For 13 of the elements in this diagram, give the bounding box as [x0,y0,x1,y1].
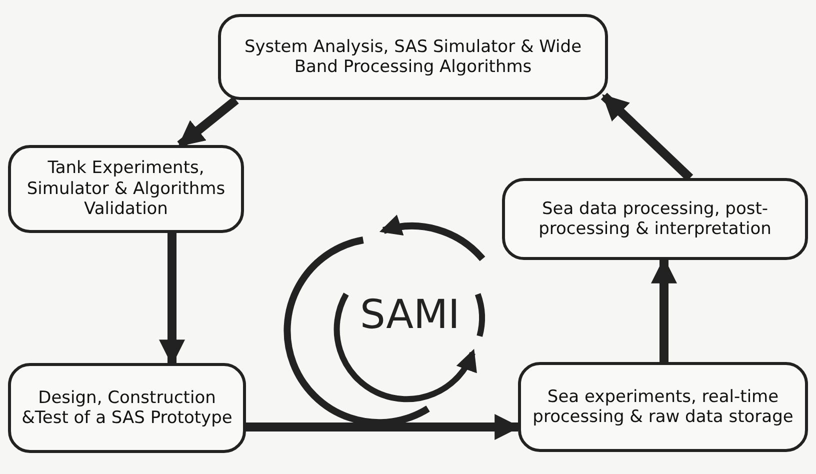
arrow [651,257,677,362]
box-text: Sea experiments, real-time processing & raw data storage [532,386,794,428]
center-label: SAMI [360,292,460,338]
box-text: Tank Experiments, Simulator & Algorithms Validation [26,158,226,220]
process-box [502,178,808,260]
arrow [159,233,185,366]
process-box [218,14,608,100]
box-text: System Analysis, SAS Simulator & Wide Band Processing Algorithms [243,36,583,78]
process-box [8,363,246,453]
process-box [518,362,808,452]
box-text: Design, Construction &Test of a SAS Prototype [21,388,233,428]
box-text: Sea data processing, post-processing & interpretation [538,198,772,240]
process-box [8,145,244,233]
